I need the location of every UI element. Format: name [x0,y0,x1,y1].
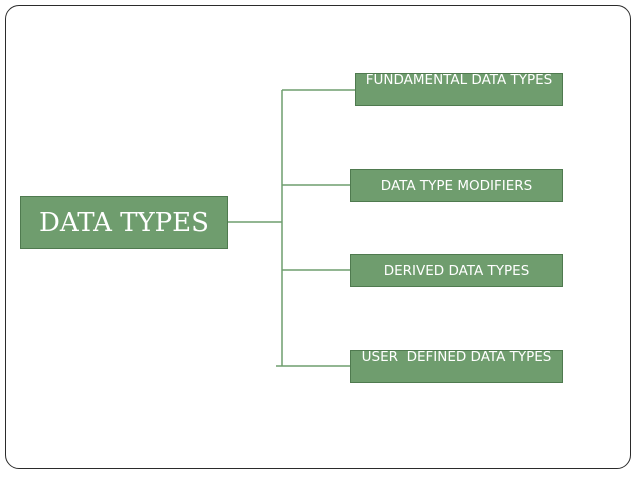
child-node-modifiers: DATA TYPE MODIFIERS [350,169,563,202]
root-node: DATA TYPES [20,196,228,249]
child-node-derived: DERIVED DATA TYPES [350,254,563,287]
child-node-user-defined: USER DEFINED DATA TYPES [350,349,563,383]
root-node-label: DATA TYPES [39,207,209,238]
child-node-label: DERIVED DATA TYPES [383,262,530,279]
child-node-fundamental: FUNDAMENTAL DATA TYPES [355,72,563,106]
child-node-label: DATA TYPE MODIFIERS [380,177,533,194]
child-node-label: USER DEFINED DATA TYPES [361,349,552,365]
child-node-label: FUNDAMENTAL DATA TYPES [365,72,553,88]
